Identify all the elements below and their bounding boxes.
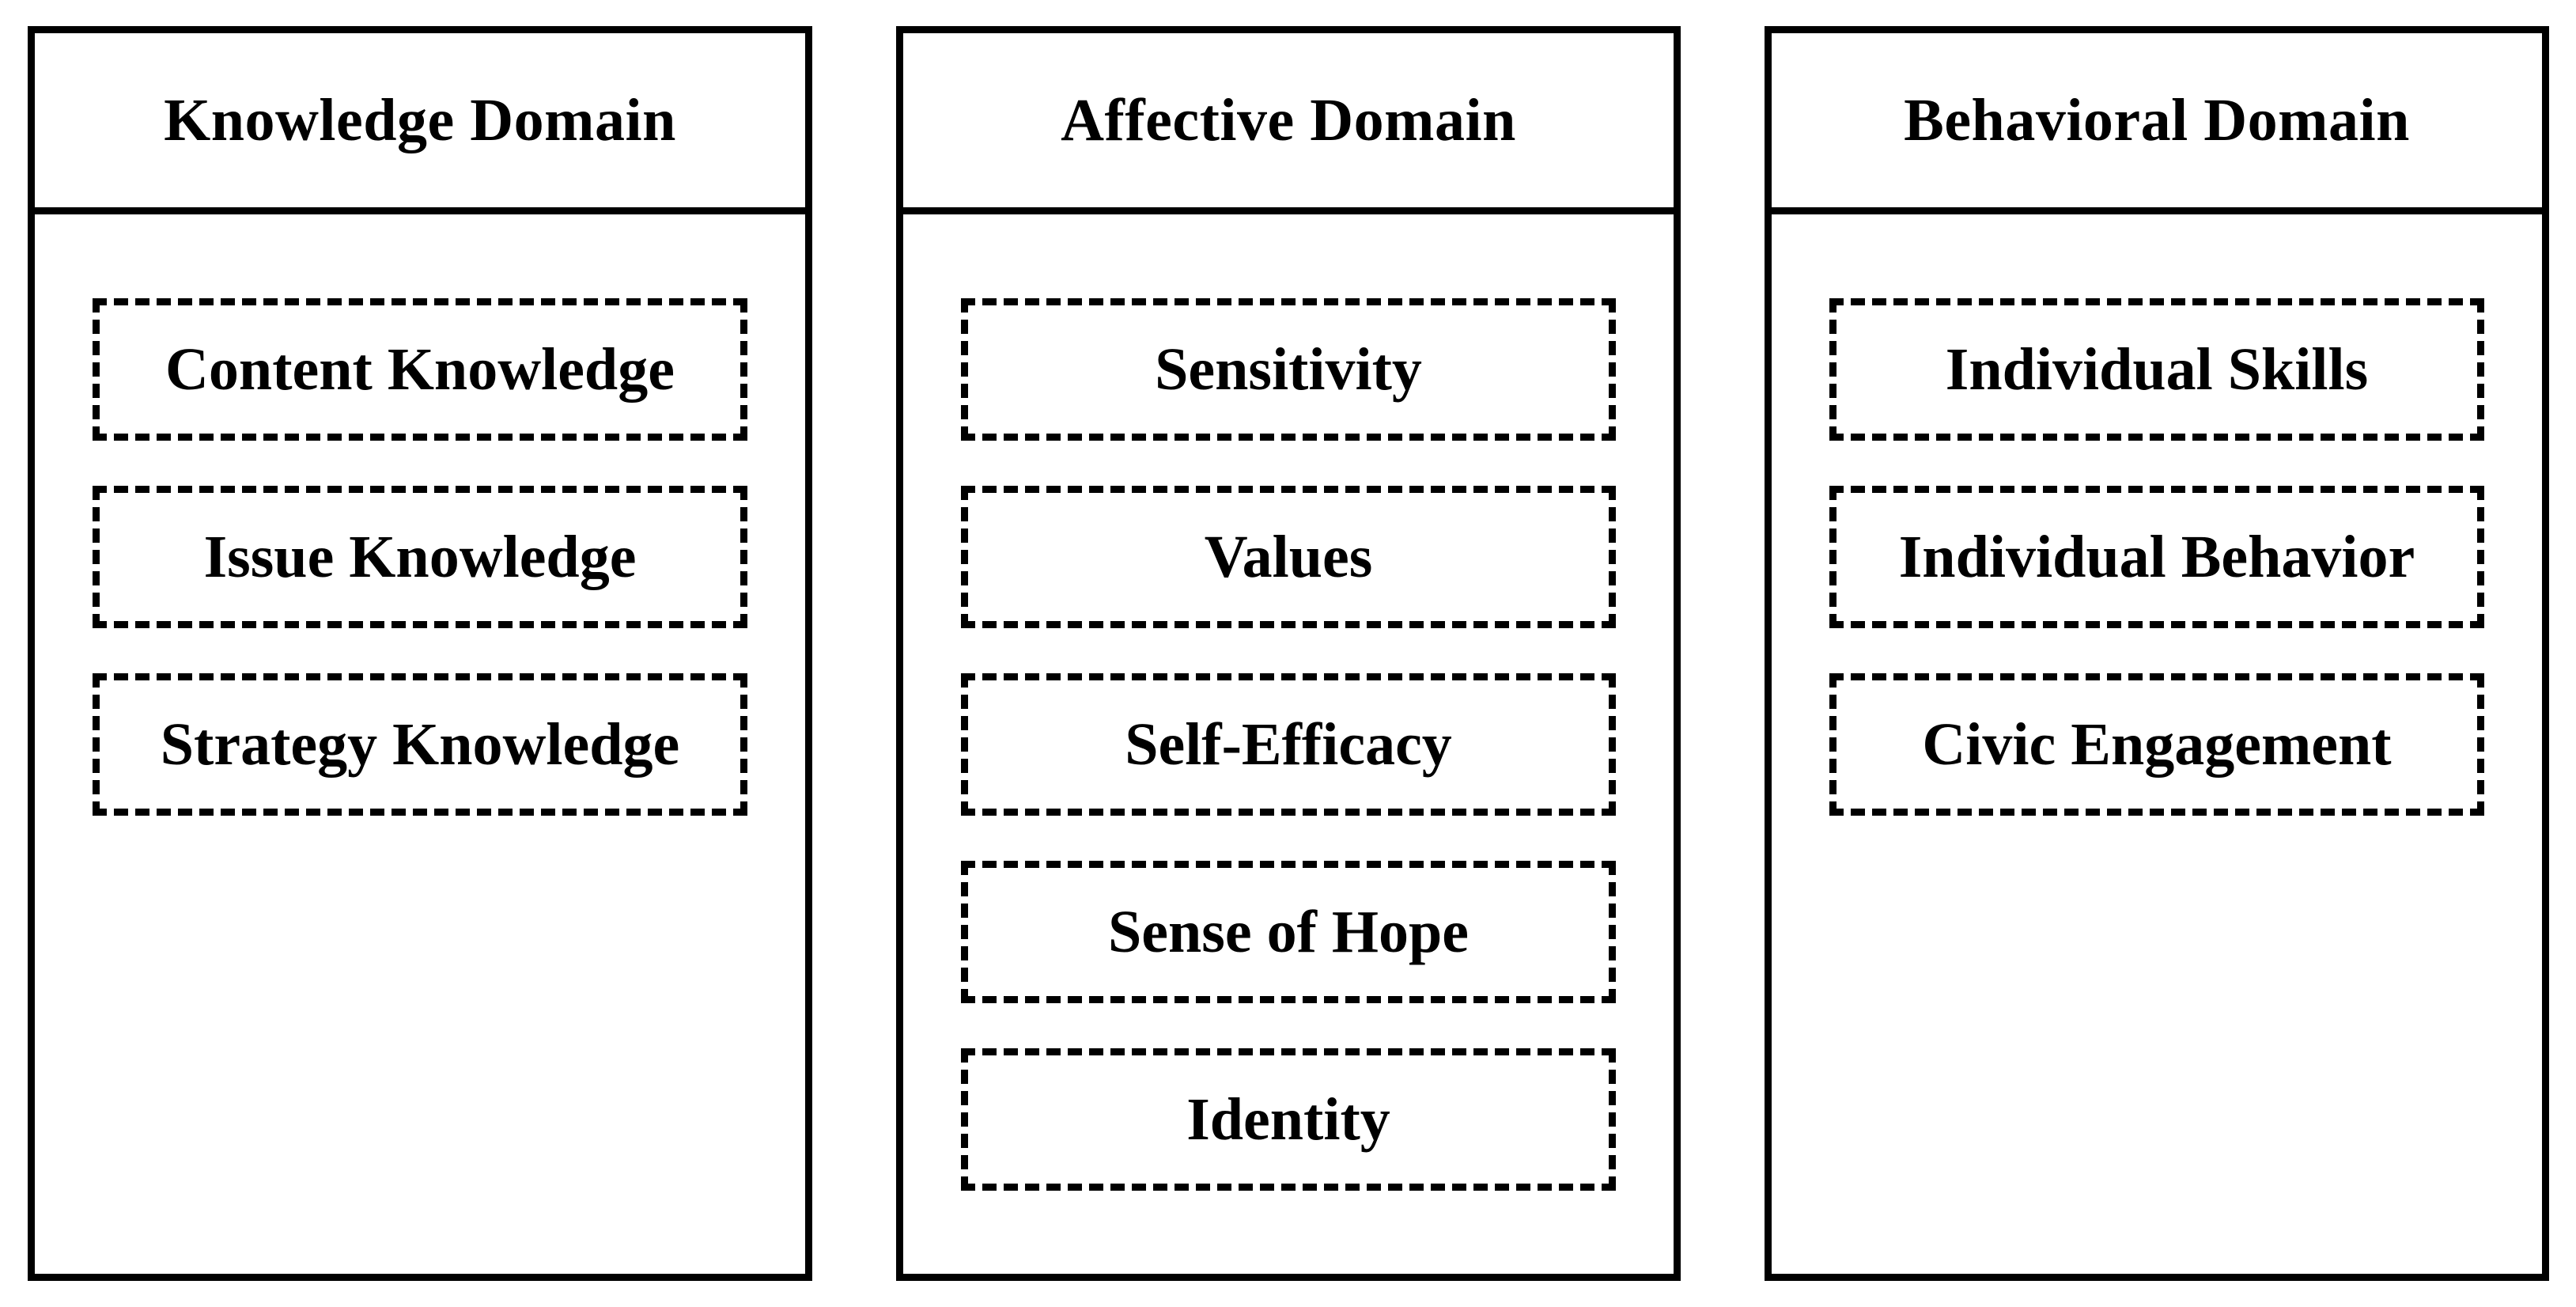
column-behavioral-domain: Behavioral Domain Individual Skills Indi… <box>1765 26 2549 1281</box>
item-box-values: Values <box>961 486 1616 628</box>
item-label-sense-of-hope: Sense of Hope <box>1108 898 1469 965</box>
item-box-civic-engagement: Civic Engagement <box>1829 673 2484 816</box>
item-box-sense-of-hope: Sense of Hope <box>961 861 1616 1003</box>
column-body-behavioral: Individual Skills Individual Behavior Ci… <box>1772 214 2542 816</box>
item-label-sensitivity: Sensitivity <box>1155 335 1422 403</box>
item-label-self-efficacy: Self-Efficacy <box>1125 710 1452 778</box>
item-label-civic-engagement: Civic Engagement <box>1922 710 2392 778</box>
item-box-issue-knowledge: Issue Knowledge <box>93 486 747 628</box>
item-box-individual-behavior: Individual Behavior <box>1829 486 2484 628</box>
column-affective-domain: Affective Domain Sensitivity Values Self… <box>896 26 1681 1281</box>
column-title-knowledge: Knowledge Domain <box>164 86 676 153</box>
item-box-self-efficacy: Self-Efficacy <box>961 673 1616 816</box>
column-header-knowledge: Knowledge Domain <box>35 33 805 214</box>
column-title-affective: Affective Domain <box>1061 86 1516 153</box>
item-box-identity: Identity <box>961 1048 1616 1191</box>
item-label-content-knowledge: Content Knowledge <box>165 335 675 403</box>
item-label-strategy-knowledge: Strategy Knowledge <box>160 710 680 778</box>
item-label-individual-skills: Individual Skills <box>1945 335 2369 403</box>
column-body-affective: Sensitivity Values Self-Efficacy Sense o… <box>903 214 1674 1191</box>
item-label-individual-behavior: Individual Behavior <box>1898 523 2415 590</box>
item-box-individual-skills: Individual Skills <box>1829 298 2484 441</box>
item-box-content-knowledge: Content Knowledge <box>93 298 747 441</box>
column-knowledge-domain: Knowledge Domain Content Knowledge Issue… <box>28 26 812 1281</box>
item-box-strategy-knowledge: Strategy Knowledge <box>93 673 747 816</box>
item-label-identity: Identity <box>1186 1085 1390 1153</box>
item-label-values: Values <box>1204 523 1373 590</box>
column-header-affective: Affective Domain <box>903 33 1674 214</box>
column-title-behavioral: Behavioral Domain <box>1904 86 2410 153</box>
column-body-knowledge: Content Knowledge Issue Knowledge Strate… <box>35 214 805 816</box>
item-box-sensitivity: Sensitivity <box>961 298 1616 441</box>
column-header-behavioral: Behavioral Domain <box>1772 33 2542 214</box>
item-label-issue-knowledge: Issue Knowledge <box>203 523 637 590</box>
